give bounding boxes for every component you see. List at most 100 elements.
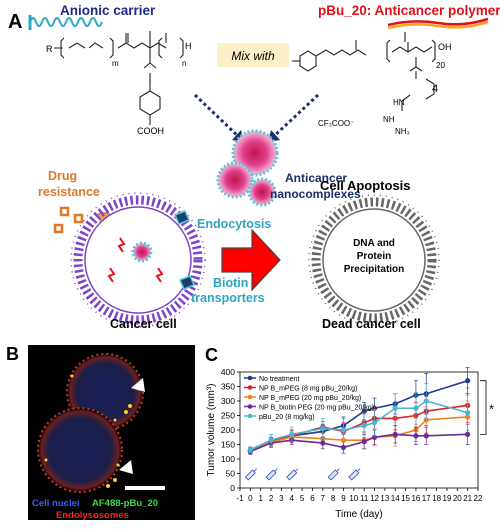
y-axis-label: Tumor volume (mm³) [206,384,217,477]
cancer-cell-label: Cancer cell [110,317,177,331]
x-tick-label: 18 [432,494,441,503]
data-point [465,431,471,437]
cell-apoptosis-label: Cell Apoptosis [320,178,411,193]
nanocomplex-label-2: nanocomplexes [270,187,361,201]
y-tick-label: 300 [221,396,235,406]
legend-marker [247,394,253,400]
peg-wave-icon [29,17,103,27]
svg-text:OH: OH [438,42,452,52]
x-tick-label: 0 [248,494,253,503]
nanocomplex-icon [216,129,279,207]
legend-label: NP B_mPEG (8 mg pBu_20/kg) [259,386,357,393]
syringe-icon [244,468,257,481]
panel-a-illustration: A Anionic carrier R m n H COOH Mix with … [8,3,500,331]
syringe-icon [327,468,340,481]
svg-text:R: R [46,44,53,54]
series-line [250,404,468,452]
anticancer-polymer-structure [292,32,436,111]
svg-text:COOH: COOH [137,126,164,136]
legend-label: pBu_20 (8 mg/kg) [259,414,315,421]
x-tick-label: 6 [310,494,315,503]
anticancer-polymer-title: pBu_20: Anticancer polymer [318,3,500,18]
y-tick-label: 100 [221,454,235,464]
legend-marker [247,375,253,381]
anionic-carrier-title: Anionic carrier [60,3,156,18]
dna-protein-label-3: Precipitation [344,264,405,275]
x-tick-label: 4 [290,494,295,503]
svg-text:n: n [182,59,186,68]
data-point [413,405,419,411]
af488-signal-dots [44,374,132,488]
series-line [250,416,468,452]
x-tick-label: 11 [360,494,369,503]
x-tick-label: 13 [380,494,389,503]
x-tick-label: 2 [269,494,274,503]
x-tick-label: 10 [349,494,358,503]
mix-with-box [217,43,289,67]
data-point [392,405,398,411]
data-point [465,378,471,384]
y-tick-label: 350 [221,382,235,392]
svg-text:CF₃COO⁻: CF₃COO⁻ [318,119,354,128]
significance-star: * [489,402,494,417]
dna-protein-label-1: DNA and [353,238,395,249]
data-point [340,444,347,450]
endocytosis-label: Endocytosis [197,217,271,231]
x-tick-label: 20 [453,494,462,503]
x-tick-label: 12 [370,494,379,503]
x-tick-label: 9 [341,494,346,503]
data-point [371,420,378,426]
x-tick-label: 16 [411,494,420,503]
data-point [423,433,429,439]
data-point [340,427,347,433]
y-tick-label: 150 [221,440,235,450]
dead-cancer-cell-icon [308,194,440,326]
syringe-icon [265,468,278,481]
x-tick-label: 19 [443,494,452,503]
data-point [465,410,471,416]
x-tick-label: 3 [279,494,284,503]
syringe-icon [348,468,361,481]
x-tick-label: 1 [258,494,263,503]
syringe-icon [286,468,299,481]
arrowhead-1-icon [131,378,145,392]
legend-marker [247,413,253,419]
x-tick-label: 14 [391,494,400,503]
panel-b-microscopy: B Cell nuclei AF488-pBu_20 Endolysosomes [6,344,195,521]
dead-cancer-cell-label: Dead cancer cell [322,317,421,331]
drug-resistance-label-2: resistance [38,185,100,199]
endocytosis-receptor-icon [173,210,191,225]
data-point [289,431,295,437]
arrowhead-2-icon [119,460,133,474]
biotin-transporter-icon [178,275,196,290]
x-tick-label: -1 [236,494,244,503]
biotin-label-1: Biotin [213,276,248,290]
legend-af488: AF488-pBu_20 [92,498,158,509]
x-tick-label: 5 [300,494,305,503]
data-point [247,447,253,453]
drug-particle-icons [53,206,84,234]
cancer-cell-icon [70,192,206,328]
significance-bracket [480,380,487,435]
x-tick-label: 15 [401,494,410,503]
panel-b-label: B [6,344,19,364]
data-point [320,440,326,446]
data-point [413,433,419,439]
legend-label: NP B_mPEG (20 mg pBu_20/kg) [259,395,361,402]
x-tick-label: 22 [474,494,483,503]
scale-bar [125,486,165,490]
x-tick-label: 7 [321,494,326,503]
svg-text:H: H [185,41,192,51]
data-point [392,431,398,437]
panel-c-label: C [205,345,218,365]
legend-label: NP B_biotin PEG (20 mg pBu_20/kg) [259,405,374,412]
x-axis-label: Time (day) [335,509,382,520]
x-tick-label: 8 [331,494,336,503]
legend-endolysosomes: Endolysosomes [56,510,129,521]
svg-text:20: 20 [436,61,445,70]
panel-a-label: A [8,11,22,33]
data-point [268,437,274,443]
x-tick-label: 21 [463,494,472,503]
y-tick-label: 0 [230,483,235,493]
